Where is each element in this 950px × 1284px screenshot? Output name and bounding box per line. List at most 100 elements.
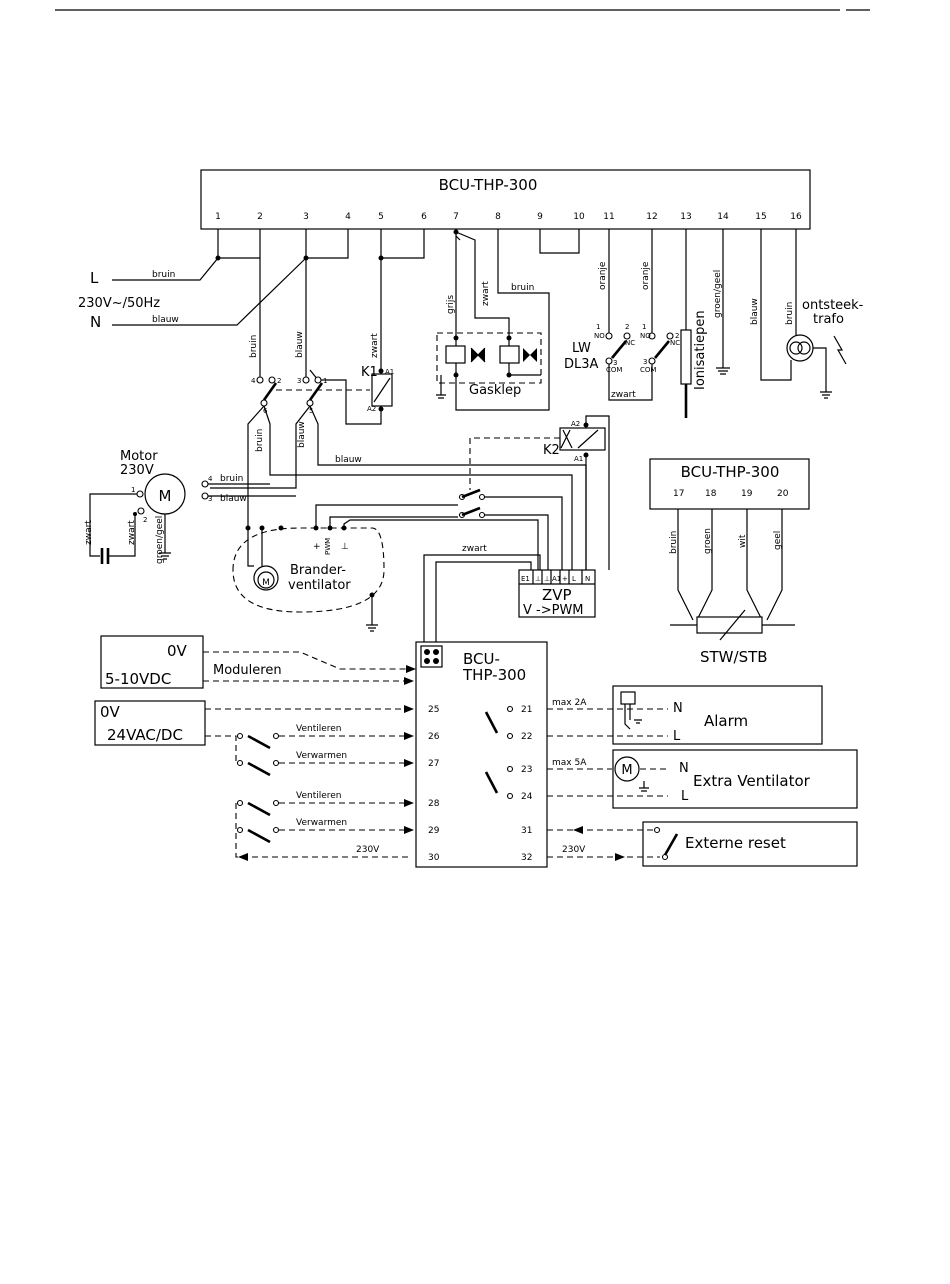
- terminal-4: 4: [345, 212, 351, 222]
- burner-fan-label-2: ventilator: [288, 578, 351, 593]
- lw-nc-2: [666, 332, 674, 340]
- control-wire-common: [205, 735, 242, 764]
- terminal-14: 14: [717, 212, 729, 222]
- alarm-output: max 2A N L Alarm: [547, 685, 823, 745]
- burner-fan-frame: [232, 527, 385, 613]
- zvp-terminal-gnd2: ⊥: [544, 575, 550, 583]
- gas-valve-wiring: [455, 338, 541, 376]
- wire-t7-grijs: grijs: [446, 295, 456, 314]
- stw-stb-mark: [719, 609, 746, 641]
- switch-contact: [272, 799, 280, 807]
- main-controller: BCU-THP-300 1 2 3 4 5 6 7 8 9 10 11 12 1…: [200, 169, 811, 230]
- transformer-coil-1: [789, 341, 803, 355]
- control-input: 0V 24VAC/DC Ventileren Verwarmen: [94, 700, 414, 777]
- motor-voltage: 230V: [120, 463, 154, 478]
- air-pressure-switch: oranje oranje 1 NO 2 NC 3 COM 1 NO 2 NC …: [564, 229, 680, 401]
- valve-icon: [523, 348, 537, 362]
- wire-k1-6-bruin: [247, 405, 265, 528]
- switch-contact: [272, 732, 280, 740]
- junction: [133, 512, 137, 516]
- spark-icon: [833, 335, 847, 365]
- wire-n-label: blauw: [152, 315, 179, 325]
- wire-t16-label: bruin: [785, 302, 795, 325]
- lw-nc-label: NC: [670, 339, 680, 347]
- zvp-sub: V ->PWM: [523, 603, 584, 618]
- reset-contact: [661, 853, 669, 861]
- contact-4-label: 4: [251, 377, 256, 385]
- motor-pin-1-label: 1: [131, 486, 135, 494]
- contact-1: [314, 376, 322, 384]
- zvp-signal-1: [423, 554, 541, 645]
- alarm-max-label: max 2A: [552, 698, 587, 708]
- relay-k2: A2 A1 K2: [458, 415, 610, 570]
- relay-k2-label: K2: [543, 443, 560, 458]
- wire-k1-6-zvp: [263, 405, 573, 570]
- lw-nc-label: NC: [625, 339, 635, 347]
- relay-k1-a1: A1: [385, 368, 394, 376]
- wire-k1-label: zwart: [370, 333, 380, 358]
- verwarmen-switch-1: [247, 761, 271, 777]
- valve-icon: [471, 348, 485, 362]
- terminal-19: 19: [741, 489, 753, 499]
- connector-pin: [424, 649, 430, 655]
- terminal-5: 5: [378, 212, 384, 222]
- contact-2: [268, 376, 276, 384]
- sensor-controller-box: [649, 458, 810, 510]
- burner-fan-label-1: Brander-: [290, 563, 346, 578]
- terminal-6: 6: [421, 212, 427, 222]
- transformer-coil-2: [797, 341, 811, 355]
- supply-l-label: L: [90, 269, 99, 287]
- terminal-2: 2: [257, 212, 263, 222]
- terminal-31: 31: [521, 826, 532, 836]
- gas-valve-frame: [436, 332, 542, 384]
- junction: [313, 525, 319, 531]
- switch-contact: [272, 759, 280, 767]
- lw-no-label: NO: [640, 332, 651, 340]
- external-reset-label: Externe reset: [685, 834, 786, 852]
- modulation-range: 5-10VDC: [105, 670, 171, 688]
- output-contact: [506, 792, 514, 800]
- lw-pin-label: 3: [613, 359, 617, 367]
- extra-fan-label: Extra Ventilator: [693, 772, 811, 790]
- switch-contact: [236, 759, 244, 767]
- extra-fan-max-label: max 5A: [552, 758, 587, 768]
- relay-k2-to-zvp: [585, 415, 610, 570]
- burner-fan-pin-plus: +: [313, 542, 321, 552]
- zvp-label: ZVP: [542, 586, 572, 604]
- zvp-terminal-dividers: [532, 570, 583, 584]
- contact-1-label: 1: [323, 377, 327, 385]
- arrow-icon: [404, 665, 416, 685]
- wire-k1-5-blauw: [210, 405, 311, 489]
- wire-k1-blauw-zvp: [309, 405, 587, 570]
- modulation-connector: [420, 645, 443, 668]
- gas-valve-coil-2: [499, 345, 520, 364]
- lw-model: DL3A: [564, 357, 599, 372]
- arrow-icon: [404, 705, 414, 767]
- lw-pin-label: 1: [596, 323, 600, 331]
- lower-controller-title-1: BCU-: [463, 650, 500, 668]
- wire-t7-zwart-label: zwart: [481, 281, 491, 306]
- wire-t7: [455, 229, 461, 338]
- terminal-22: 22: [521, 732, 532, 742]
- main-controller-title: BCU-THP-300: [439, 176, 538, 194]
- terminal-28: 28: [428, 799, 440, 809]
- mains-control-input: Ventileren Verwarmen 230V: [235, 791, 414, 861]
- relay-k2-coil-mark: [560, 429, 599, 449]
- motor-wire-4-label: bruin: [220, 474, 243, 484]
- supply-bridge: [218, 229, 349, 259]
- terminal-27: 27: [428, 759, 439, 769]
- terminal-1: 1: [215, 212, 221, 222]
- terminal-30: 30: [428, 853, 440, 863]
- terminal-13: 13: [680, 212, 691, 222]
- lower-controller-title-2: THP-300: [462, 666, 526, 684]
- burner-fan-pin-gnd: ⊥: [341, 542, 349, 552]
- terminal-7: 7: [453, 212, 459, 222]
- wire-t8-label: bruin: [511, 283, 534, 293]
- wire-blauw-label: blauw: [335, 455, 362, 465]
- wire-t12-label: oranje: [641, 261, 651, 290]
- zvp-terminal-l: L: [572, 575, 576, 583]
- relay-k1-label: K1: [361, 365, 378, 380]
- terminal-3: 3: [303, 212, 309, 222]
- extra-fan-n: N: [679, 761, 689, 776]
- sensor-controller-title: BCU-THP-300: [681, 463, 780, 481]
